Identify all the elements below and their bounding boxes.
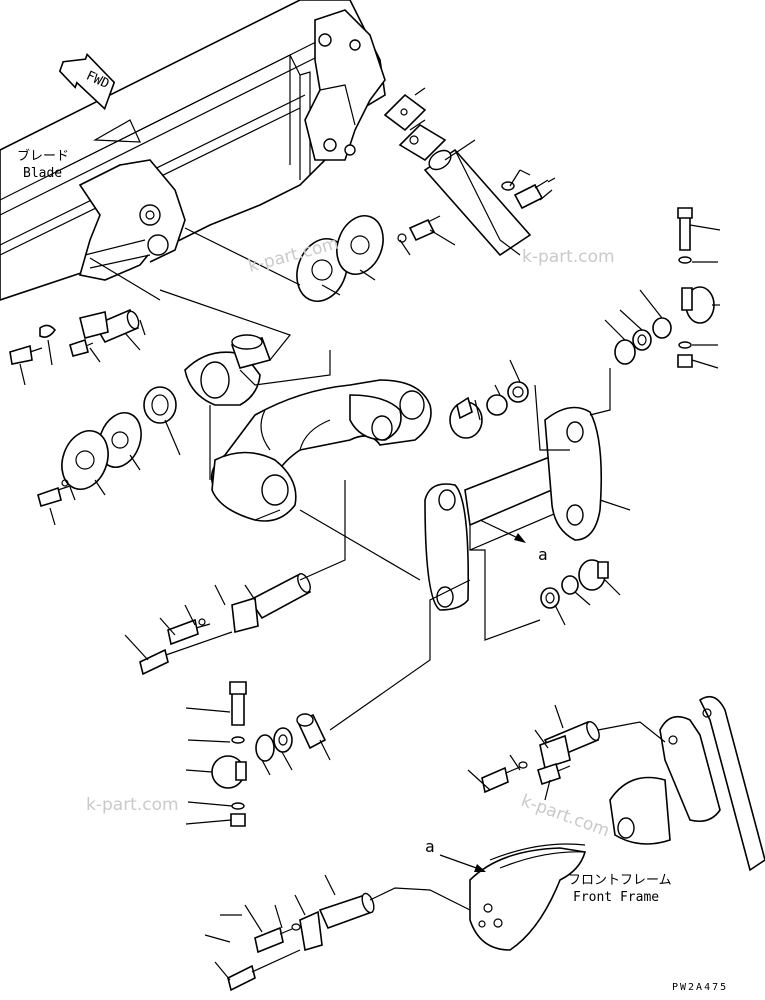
cylinder-hardware — [501, 169, 553, 210]
ref-a-label-upper: a — [538, 545, 548, 564]
front-frame-bottom — [469, 843, 587, 951]
blade-label-jp: ブレード — [17, 148, 69, 164]
forward-arrow-icon: FWD — [58, 53, 116, 111]
beam-circlips — [540, 559, 609, 609]
watermark: k-part.com — [518, 791, 612, 841]
lower-bolt-stack — [211, 681, 247, 827]
pivot-plates-upper — [296, 215, 441, 302]
ref-arrow-a-lower: a — [425, 837, 486, 872]
front-frame-label-jp: フロントフレーム — [568, 873, 672, 888]
collar-parts — [37, 334, 272, 508]
link-arm — [210, 379, 432, 522]
bottom-pin-group — [227, 892, 375, 992]
leader-lines — [19, 87, 721, 981]
front-frame-label-en: Front Frame — [573, 890, 659, 905]
blade-assembly — [0, 0, 386, 301]
cylinder-rod — [383, 93, 532, 257]
lower-spacer-parts — [255, 713, 327, 762]
ref-arrow-a-upper: a — [479, 519, 548, 564]
drawing-code: PW2A475 — [672, 982, 728, 993]
watermark: k-part.com — [522, 247, 615, 267]
lower-pin-group — [139, 572, 312, 676]
front-frame-right — [609, 695, 765, 872]
ref-a-label-lower: a — [425, 837, 435, 856]
right-bolt-stack — [677, 207, 715, 368]
cross-beam — [424, 406, 603, 611]
frame-pin-group — [481, 720, 600, 794]
blade-pin-group — [9, 308, 140, 365]
blade-label-en: Blade — [23, 166, 62, 181]
watermark: k-part.com — [86, 795, 179, 815]
